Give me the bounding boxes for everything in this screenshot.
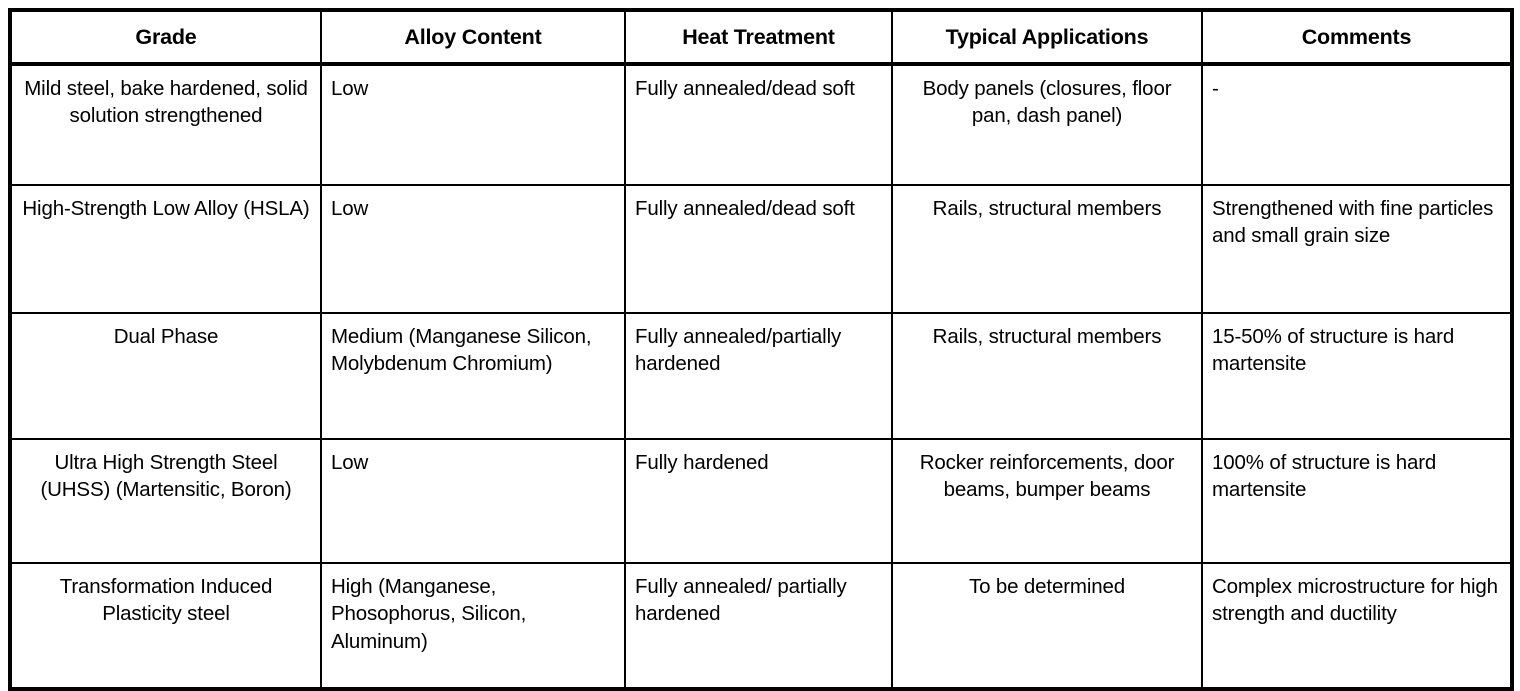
cell-grade-text: Ultra High Strength Steel (UHSS) (Marten… [40, 451, 292, 502]
column-header-heat-treatment: Heat Treatment [625, 10, 893, 66]
cell-comments-text: 100% of structure is hard martensite [1212, 451, 1437, 502]
column-header-typical-applications-label: Typical Applications [945, 24, 1149, 49]
cell-heat-treatment-text: Fully annealed/partially hardened [635, 325, 842, 376]
table-row: High-Strength Low Alloy (HSLA) Low Fully… [10, 185, 1512, 314]
cell-heat-treatment: Fully hardened [625, 439, 893, 564]
cell-alloy-content: Low [321, 439, 626, 564]
cell-comments-text: - [1212, 77, 1219, 100]
cell-alloy-content-text: Medium (Manganese Silicon, Molybdenum Ch… [331, 325, 592, 376]
table-header: Grade Alloy Content Heat Treatment Typic… [10, 10, 1512, 66]
column-header-alloy-content-label: Alloy Content [404, 24, 542, 49]
column-header-grade-label: Grade [135, 24, 197, 49]
table-row: Mild steel, bake hardened, solid solutio… [10, 64, 1512, 186]
cell-typical-applications-text: Rails, structural members [932, 325, 1162, 348]
table-row: Dual Phase Medium (Manganese Silicon, Mo… [10, 313, 1512, 440]
cell-alloy-content-text: Low [331, 197, 369, 220]
cell-grade-text: Dual Phase [113, 325, 219, 348]
cell-typical-applications: Rails, structural members [892, 313, 1203, 440]
cell-heat-treatment: Fully annealed/ partially hardened [625, 563, 893, 689]
cell-heat-treatment: Fully annealed/partially hardened [625, 313, 893, 440]
cell-typical-applications-text: Body panels (closures, floor pan, dash p… [922, 77, 1172, 128]
cell-heat-treatment-text: Fully hardened [635, 451, 769, 474]
cell-heat-treatment-text: Fully annealed/dead soft [635, 197, 855, 220]
table-row: Transformation Induced Plasticity steel … [10, 563, 1512, 689]
cell-comments-text: Complex microstructure for high strength… [1212, 575, 1498, 626]
cell-alloy-content-text: High (Manganese, Phosophorus, Silicon, A… [331, 575, 527, 653]
column-header-comments: Comments [1202, 10, 1512, 66]
column-header-typical-applications: Typical Applications [892, 10, 1203, 66]
cell-heat-treatment: Fully annealed/dead soft [625, 64, 893, 186]
cell-comments: - [1202, 64, 1512, 186]
cell-grade: Transformation Induced Plasticity steel [10, 563, 322, 689]
cell-grade: High-Strength Low Alloy (HSLA) [10, 185, 322, 314]
cell-typical-applications: Rails, structural members [892, 185, 1203, 314]
cell-comments-text: Strengthened with fine particles and sma… [1212, 197, 1494, 248]
cell-grade-text: Transformation Induced Plasticity steel [59, 575, 273, 626]
table-sheet: Grade Alloy Content Heat Treatment Typic… [8, 8, 1514, 691]
cell-grade-text: High-Strength Low Alloy (HSLA) [22, 197, 310, 220]
cell-typical-applications: Body panels (closures, floor pan, dash p… [892, 64, 1203, 186]
cell-comments: Complex microstructure for high strength… [1202, 563, 1512, 689]
column-header-heat-treatment-label: Heat Treatment [682, 24, 835, 49]
cell-heat-treatment: Fully annealed/dead soft [625, 185, 893, 314]
cell-grade: Mild steel, bake hardened, solid solutio… [10, 64, 322, 186]
column-header-grade: Grade [10, 10, 322, 66]
cell-grade: Ultra High Strength Steel (UHSS) (Marten… [10, 439, 322, 564]
cell-alloy-content-text: Low [331, 77, 369, 100]
steel-grade-comparison-table: Grade Alloy Content Heat Treatment Typic… [8, 8, 1514, 691]
cell-comments: 100% of structure is hard martensite [1202, 439, 1512, 564]
cell-comments-text: 15-50% of structure is hard martensite [1212, 325, 1455, 376]
cell-alloy-content: Low [321, 185, 626, 314]
column-header-alloy-content: Alloy Content [321, 10, 626, 66]
column-header-comments-label: Comments [1301, 24, 1412, 49]
cell-typical-applications-text: Rocker reinforcements, door beams, bumpe… [919, 451, 1175, 502]
cell-typical-applications-text: Rails, structural members [932, 197, 1162, 220]
cell-typical-applications: To be determined [892, 563, 1203, 689]
table-row: Ultra High Strength Steel (UHSS) (Marten… [10, 439, 1512, 564]
cell-typical-applications-text: To be determined [968, 575, 1125, 598]
cell-heat-treatment-text: Fully annealed/ partially hardened [635, 575, 847, 626]
cell-comments: 15-50% of structure is hard martensite [1202, 313, 1512, 440]
header-row: Grade Alloy Content Heat Treatment Typic… [10, 10, 1512, 66]
cell-alloy-content: High (Manganese, Phosophorus, Silicon, A… [321, 563, 626, 689]
cell-alloy-content-text: Low [331, 451, 369, 474]
cell-grade-text: Mild steel, bake hardened, solid solutio… [24, 77, 308, 128]
cell-heat-treatment-text: Fully annealed/dead soft [635, 77, 855, 100]
cell-typical-applications: Rocker reinforcements, door beams, bumpe… [892, 439, 1203, 564]
cell-alloy-content: Low [321, 64, 626, 186]
cell-comments: Strengthened with fine particles and sma… [1202, 185, 1512, 314]
cell-grade: Dual Phase [10, 313, 322, 440]
cell-alloy-content: Medium (Manganese Silicon, Molybdenum Ch… [321, 313, 626, 440]
table-body: Mild steel, bake hardened, solid solutio… [10, 64, 1512, 689]
